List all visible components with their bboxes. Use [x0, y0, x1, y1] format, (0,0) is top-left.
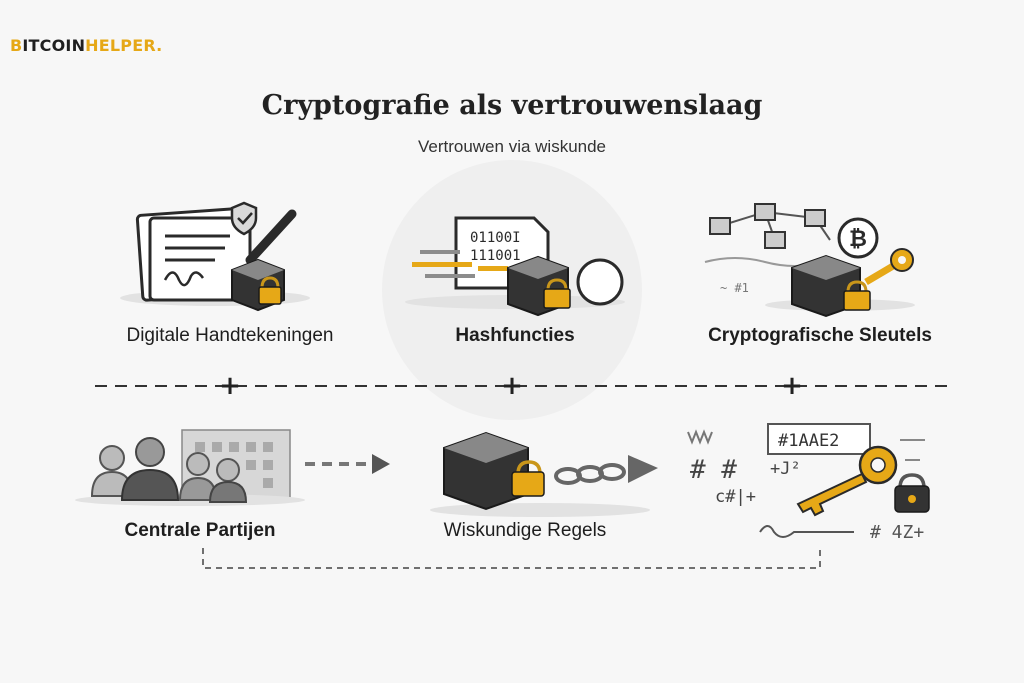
label-cryptografische-sleutels: Cryptografische Sleutels: [708, 325, 932, 346]
label-wiskundige-regels: Wiskundige Regels: [443, 520, 607, 541]
math-symbols-2: +J²: [770, 459, 801, 479]
network-nodes-icon: ~ #1: [704, 203, 831, 295]
chain-arrow-icon: [554, 455, 658, 485]
key-locked-cube-icon: [765, 254, 915, 318]
people-group-icon: [75, 437, 305, 506]
math-symbols-1: # #: [690, 455, 737, 485]
plus-icon-center: +: [501, 371, 523, 401]
binary-line-1: 01100I: [470, 230, 521, 246]
bitcoinhelper-logo[interactable]: BITCOINHELPER.: [10, 36, 162, 55]
label-hashfuncties: Hashfuncties: [455, 325, 575, 346]
math-scribbles-icon: #1AAE2 # # +J² c#|+ # 4Z+: [687, 423, 925, 543]
logo-helper-text: HELPER: [85, 36, 157, 55]
label-digitale-handtekeningen: Digitale Handtekeningen: [126, 325, 334, 346]
hash-locked-cube-icon: [507, 255, 571, 317]
page-title: Cryptografie als vertrouwenslaag: [261, 90, 763, 121]
bitcoin-coin-icon: ₿: [837, 217, 879, 259]
logo-dot: .: [156, 36, 163, 55]
binary-line-2: 111001: [470, 248, 521, 264]
bitcoin-symbol: ₿: [849, 227, 867, 252]
rules-locked-cube-icon: [430, 431, 650, 517]
key-scribble: ~ #1: [720, 281, 749, 295]
code-box-text: #1AAE2: [778, 431, 839, 451]
locked-cube-icon: [231, 258, 285, 312]
math-padlock-icon: [894, 473, 930, 513]
math-gold-key-icon: [796, 445, 898, 517]
gold-key-icon: [864, 248, 914, 286]
logo-coin-letter: B: [10, 36, 23, 55]
plus-icon-left: +: [219, 371, 241, 401]
label-centrale-partijen: Centrale Partijen: [124, 520, 276, 541]
plus-icon-right: +: [781, 371, 803, 401]
math-symbols-4: # 4Z+: [870, 522, 924, 543]
logo-bitcoin-text: ITCOIN: [22, 36, 86, 55]
math-symbols-3: c#|+: [715, 487, 756, 507]
dashed-arrow-icon: [305, 454, 390, 474]
bottom-bracket-connector: [202, 548, 821, 569]
page-subtitle: Vertrouwen via wiskunde: [417, 137, 607, 156]
